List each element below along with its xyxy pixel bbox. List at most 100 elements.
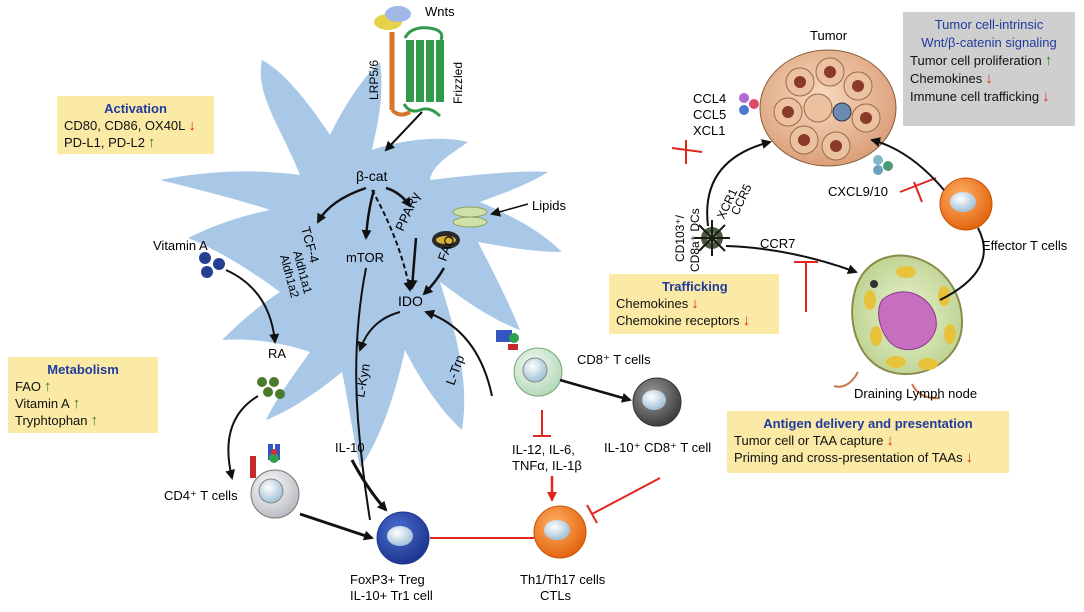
arrow-ltrp-ido: [424, 309, 493, 397]
cd8-label: CD8⁺ T cells: [577, 352, 651, 367]
cd4-label: CD4⁺ T cells: [164, 488, 238, 503]
metabolism-row-vitamin-a: Vitamin A ↑: [15, 395, 81, 412]
frizzled-receptor-icon: [402, 26, 444, 118]
metabolism-title: Metabolism: [47, 362, 119, 377]
arrow-bcat-ido-dashed: [371, 189, 414, 292]
frizzled-label: Frizzled: [451, 62, 465, 104]
metabolism-box: Metabolism FAO ↑ Vitamin A ↑ Tryphtophan…: [8, 357, 158, 433]
cytokines-label-1: IL-12, IL-6,: [512, 442, 575, 457]
arrow-receptor-to-bcat: [384, 111, 423, 152]
wnt-ligand-icon: [374, 6, 411, 30]
tumor-intrinsic-box: Tumor cell-intrinsic Wnt/β-catenin signa…: [903, 12, 1075, 126]
lymph-label: Draining Lymph node: [854, 386, 977, 401]
mtor-label: mTOR: [346, 250, 384, 265]
ido-label: IDO: [398, 293, 423, 309]
antigen-row-priming: Priming and cross-presentation of TAAs ↓: [734, 449, 974, 466]
down-arrow-icon: ↓: [742, 312, 751, 329]
cxcl-label: CXCL9/10: [828, 184, 888, 199]
il10-label: IL-10: [335, 440, 365, 455]
ccl5-label: CCL5: [693, 107, 726, 122]
activation-row-pdl: PD-L1, PD-L2 ↑: [64, 134, 156, 151]
wnts-label: Wnts: [425, 4, 455, 19]
trafficking-row-chemokines: Chemokines ↓: [616, 295, 699, 312]
up-arrow-icon: ↑: [90, 412, 99, 429]
arrow-ppar-ido: [407, 237, 418, 290]
activation-box: Activation CD80, CD86, OX40L ↓ PD-L1, PD…: [57, 96, 214, 154]
arrow-ra-cd4: [225, 395, 259, 480]
activation-title: Activation: [104, 101, 167, 116]
down-arrow-icon: ↓: [985, 70, 993, 87]
arrow-bcat-ppar: [385, 186, 412, 208]
tumor-intrinsic-title-1: Tumor cell-intrinsic: [934, 17, 1044, 32]
arrow-dc-tumor: [706, 139, 772, 227]
arrow-cd8-il10cd8: [559, 378, 632, 403]
cd8-t-cell: [496, 330, 563, 397]
arrow-lipids: [490, 203, 529, 217]
xcl1-label: XCL1: [693, 123, 726, 138]
arrow-ido-lkyn: [357, 311, 401, 352]
tumor-intrinsic-title-2: Wnt/β-catenin signaling: [921, 35, 1057, 50]
tumor-mass: [759, 49, 897, 167]
antigen-box: Antigen delivery and presentation Tumor …: [727, 411, 1009, 473]
down-arrow-icon: ↓: [886, 432, 894, 449]
ccl4-label: CCL4: [693, 91, 726, 106]
treg-label-2: IL-10+ Tr1 cell: [350, 588, 433, 603]
cxcl-chemokine-icon: [873, 155, 893, 175]
effector-t-cell: [939, 177, 993, 231]
inhibit-il10cd8-th1: [591, 477, 661, 515]
lymph-node: [833, 254, 964, 400]
ccl-chemokine-icon: [739, 93, 759, 115]
arrow-vitamin-a-ra: [225, 269, 280, 344]
arrow-bcat-tcf4: [316, 186, 367, 224]
tumor-intrinsic-row-trafficking: Immune cell trafficking ↓: [910, 88, 1050, 105]
up-arrow-icon: ↑: [44, 378, 52, 395]
trafficking-box: Trafficking Chemokines ↓ Chemokine recep…: [609, 274, 779, 334]
trafficking-row-receptors: Chemokine receptors ↓: [616, 312, 751, 329]
metabolism-row-tryptophan: Tryphtophan ↑: [15, 412, 99, 429]
tumor-label: Tumor: [810, 28, 848, 43]
down-arrow-icon: ↓: [691, 295, 699, 312]
antigen-row-capture: Tumor cell or TAA capture ↓: [734, 432, 894, 449]
fao-transporter-icon: [432, 231, 460, 249]
metabolism-row-fao: FAO ↑: [15, 378, 52, 395]
th1-th17-cell: [533, 505, 587, 559]
tumor-intrinsic-row-proliferation: Tumor cell proliferation ↑: [910, 52, 1053, 69]
antigen-title: Antigen delivery and presentation: [763, 416, 973, 431]
dcs-label-1: CD103⁺/: [673, 214, 687, 262]
lrp-receptor-icon: [389, 32, 412, 117]
effector-label: Effector T cells: [982, 238, 1068, 253]
ra-label: RA: [268, 346, 286, 361]
ra-molecule-icon: [257, 377, 285, 399]
il10-cd8-t-cell: [632, 377, 682, 427]
down-arrow-icon: ↓: [1042, 88, 1050, 105]
arrow-mtor-treg: [355, 267, 371, 521]
vitamin-a-icon: [199, 252, 225, 278]
il10cd8-label: IL-10⁺ CD8⁺ T cell: [604, 440, 711, 455]
tumor-intrinsic-row-chemokines: Chemokines ↓: [910, 70, 993, 87]
activation-row-costim: CD80, CD86, OX40L ↓: [64, 117, 196, 134]
arrow-il10-treg: [350, 459, 388, 512]
down-arrow-icon: ↓: [188, 117, 196, 134]
lipid-droplet-icon: [452, 206, 488, 228]
bcat-label: β-cat: [356, 168, 388, 184]
th-label-1: Th1/Th17 cells: [520, 572, 606, 587]
dendritic-cell-body: [160, 60, 562, 468]
dcs-label-2: CD8a⁺ DCs: [688, 208, 702, 272]
lipids-label: Lipids: [532, 198, 566, 213]
lrp-label: LRP5/6: [367, 60, 381, 100]
treg-label-1: FoxP3+ Treg: [350, 572, 425, 587]
up-arrow-icon: ↑: [1044, 52, 1053, 69]
cd103-dendritic-cell: [694, 220, 730, 256]
th-label-2: CTLs: [540, 588, 572, 603]
up-arrow-icon: ↑: [147, 134, 156, 151]
arrow-lymph-effector: [939, 227, 985, 301]
inhibit-tumor-effector: [899, 177, 937, 193]
arrow-fao-ido: [422, 267, 446, 296]
arrow-cd4-treg: [299, 512, 374, 541]
vitamin-a-label: Vitamin A: [153, 238, 208, 253]
ccr7-label: CCR7: [760, 236, 795, 251]
cytokines-label-2: TNFα, IL-1β: [512, 458, 582, 473]
trafficking-title: Trafficking: [662, 279, 728, 294]
